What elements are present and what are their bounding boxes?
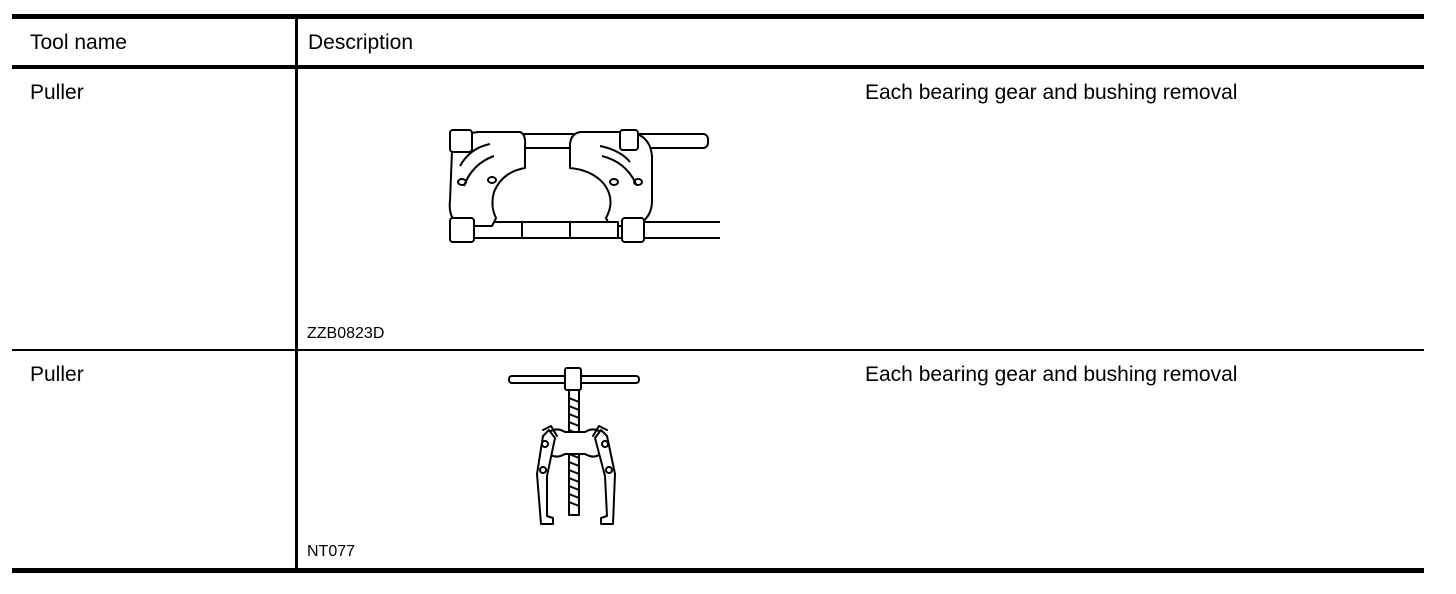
gear-puller-icon (507, 364, 647, 529)
tool-description-cell: Each bearing gear and bushing removal (865, 363, 1238, 386)
figure-code: ZZB0823D (307, 325, 385, 342)
row-divider (12, 349, 1424, 351)
column-divider (295, 14, 298, 573)
table-bottom-rule (12, 568, 1424, 573)
table-top-rule (12, 14, 1424, 19)
header-tool-name: Tool name (30, 31, 127, 54)
tool-name-cell: Puller (30, 363, 84, 386)
tool-name-cell: Puller (30, 81, 84, 104)
special-tool-table: Tool name Description Puller Each bearin… (12, 14, 1424, 573)
figure-code: NT077 (307, 543, 356, 560)
bearing-splitter-icon (430, 126, 720, 256)
header-rule (12, 65, 1424, 69)
tool-description-cell: Each bearing gear and bushing removal (865, 81, 1238, 104)
header-description: Description (308, 31, 414, 54)
